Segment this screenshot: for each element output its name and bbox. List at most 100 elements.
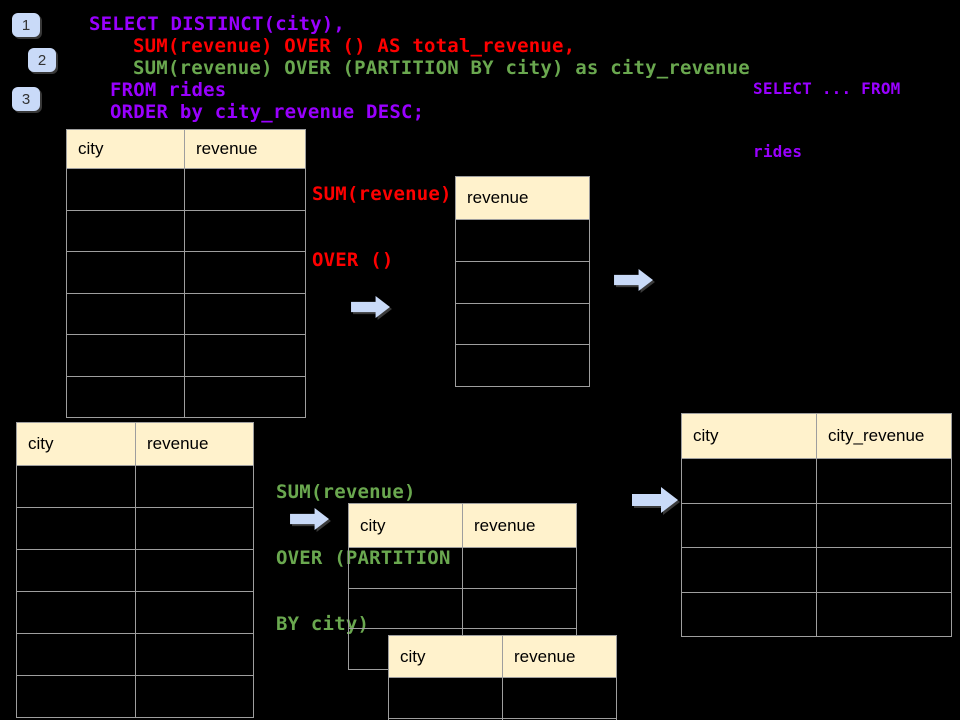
table-partition-group-1: city revenue (348, 503, 577, 671)
table-row (682, 502, 951, 548)
table-cell (817, 593, 951, 637)
table-cell (67, 293, 185, 334)
table-cell (136, 676, 253, 717)
table-cell (185, 169, 305, 210)
side-note-line: SELECT ... FROM (753, 79, 901, 98)
table-cell (136, 550, 253, 591)
table-cell (185, 335, 305, 376)
arrow-right-icon (632, 487, 678, 513)
table-cell (463, 548, 576, 588)
table-row (17, 507, 253, 549)
table-cell (817, 504, 951, 548)
table-row (389, 677, 616, 718)
column-header-city: city (17, 423, 136, 465)
annotation-partition-over: SUM(revenue) OVER (PARTITION BY city) (276, 437, 451, 679)
annotation-line: BY city) (276, 613, 370, 635)
table-partition-group-2: city revenue (388, 635, 617, 720)
annotation-total-over: SUM(revenue) OVER () (312, 139, 452, 315)
table-cell (185, 377, 305, 418)
table-header-row: city revenue (67, 130, 305, 168)
table-body (389, 677, 616, 720)
table-row (682, 547, 951, 592)
table-source-rides-bottom: city revenue (16, 422, 254, 718)
table-city-revenue-result: city city_revenue (681, 413, 952, 637)
table-cell (67, 210, 185, 251)
side-note-select-from-rides: SELECT ... FROM rides (753, 36, 901, 204)
table-row (349, 547, 576, 588)
table-cell (17, 592, 136, 633)
table-row (456, 344, 589, 386)
table-cell (463, 589, 576, 629)
table-cell (349, 588, 463, 629)
table-cell (136, 466, 253, 507)
table-cell (185, 211, 305, 252)
table-cell (67, 376, 185, 417)
step-badge-label: 1 (21, 16, 31, 34)
column-header-city: city (67, 130, 185, 168)
table-row (67, 168, 305, 210)
table-cell (17, 634, 136, 675)
column-header-revenue: revenue (147, 434, 209, 453)
arrow-right-icon (290, 508, 329, 530)
table-row (67, 292, 305, 335)
annotation-line: SUM(revenue) (276, 481, 416, 503)
table-cell (349, 548, 463, 588)
sql-line-from: FROM rides (110, 79, 227, 101)
table-cell (67, 169, 185, 210)
annotation-line: SUM(revenue) (312, 183, 452, 205)
table-cell (17, 550, 136, 591)
table-header-row: city revenue (349, 504, 576, 547)
table-body (67, 168, 305, 417)
sql-line-order: ORDER by city_revenue DESC; (110, 101, 425, 123)
step-badge-1: 1 (12, 13, 40, 37)
column-header-revenue: revenue (514, 646, 576, 666)
sql-line-select: SELECT DISTINCT(city), (89, 13, 346, 35)
table-total-revenue-result: revenue (455, 176, 590, 388)
table-cell (136, 508, 253, 549)
arrow-right-icon (351, 296, 390, 318)
table-cell (185, 294, 305, 335)
table-body (456, 219, 589, 386)
table-cell (17, 508, 136, 549)
table-cell (136, 634, 253, 675)
table-row (17, 549, 253, 591)
table-cell (456, 304, 589, 345)
step-badge-2: 2 (28, 48, 56, 72)
table-cell (682, 459, 817, 503)
table-row (456, 302, 589, 345)
table-cell (682, 548, 817, 592)
annotation-line: OVER (PARTITION (276, 547, 451, 569)
table-cell (67, 335, 185, 376)
sql-line-partition: SUM(revenue) OVER (PARTITION BY city) as… (133, 57, 750, 79)
step-badge-label: 2 (37, 51, 47, 69)
table-cell (682, 503, 817, 547)
table-row (682, 458, 951, 503)
table-body (17, 465, 253, 717)
table-row (67, 251, 305, 293)
table-row (67, 334, 305, 376)
column-header-city-revenue: city_revenue (828, 426, 925, 445)
table-cell (503, 678, 616, 718)
column-header-revenue: revenue (467, 188, 529, 207)
table-row (456, 260, 589, 303)
column-header-city: city (389, 636, 503, 677)
step-badge-3: 3 (12, 87, 40, 111)
step-badge-label: 3 (21, 90, 31, 108)
annotation-line: OVER () (312, 249, 394, 271)
table-cell (456, 220, 589, 261)
table-cell (817, 548, 951, 592)
table-row (17, 633, 253, 675)
side-note-line: rides (753, 142, 803, 161)
column-header-revenue: revenue (196, 139, 258, 158)
table-header-row: city revenue (389, 636, 616, 677)
table-cell (456, 345, 589, 386)
column-header-revenue: revenue (474, 515, 536, 535)
table-cell (17, 466, 136, 507)
table-cell (185, 252, 305, 293)
column-header-city: city (349, 504, 463, 547)
table-cell (67, 252, 185, 293)
table-row (349, 587, 576, 629)
table-row (17, 591, 253, 633)
table-row (17, 675, 253, 717)
